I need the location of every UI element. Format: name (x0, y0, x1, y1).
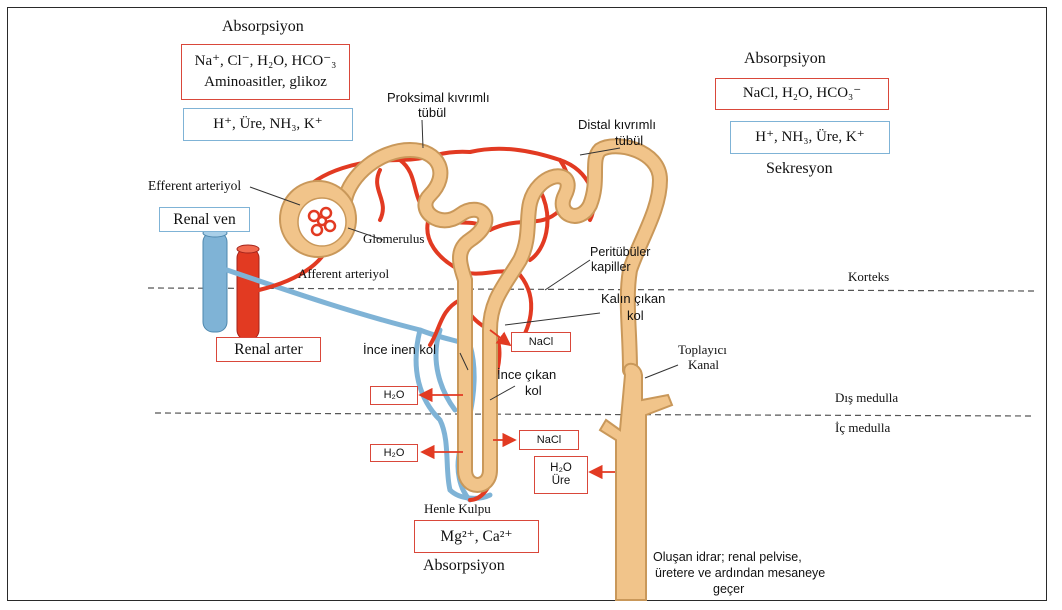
renal-vessels (203, 229, 259, 340)
top-left-absorption-title: Absorpsiyon (222, 18, 304, 36)
thin-descending-label: İnce inen kol (363, 343, 436, 358)
urine-note-line-3: geçer (713, 582, 744, 596)
h2o-label-1: H₂O (384, 389, 405, 402)
top-right-absorption-box: NaCl, H₂O, HCO₃⁻ (715, 78, 889, 110)
thin-ascending-label-1: İnce çıkan (497, 368, 556, 383)
medulla-boundary-line (155, 413, 1035, 416)
top-left-secretion-text: H⁺, Üre, NH₃, K⁺ (213, 116, 322, 133)
top-left-nutrients-text: Aminoasitler, glikoz (204, 74, 327, 91)
afferent-arteriole-label: Afferent arteriyol (298, 267, 389, 282)
top-left-absorption-box: Na⁺, Cl⁻, H₂O, HCO⁻₃ Aminoasitler, gliko… (181, 44, 350, 100)
h2o-label-3: H₂O (550, 462, 572, 475)
cortex-label: Korteks (848, 270, 889, 285)
glomerulus-capsule (280, 181, 356, 257)
distal-tubule-label-1: Distal kıvrımlı (578, 118, 656, 133)
top-left-ions-text: Na⁺, Cl⁻, H₂O, HCO⁻₃ (195, 53, 337, 70)
renal-artery-label: Renal arter (234, 341, 302, 359)
thin-ascending-label-2: kol (525, 384, 542, 399)
proximal-tubule-label-1: Proksimal kıvrımlı (387, 91, 490, 106)
top-right-secretion-box: H⁺, NH₃, Üre, K⁺ (730, 121, 890, 154)
inner-medulla-label: İç medulla (835, 421, 890, 436)
top-right-absorption-title: Absorpsiyon (744, 50, 826, 68)
thick-ascending-label-1: Kalın çıkan (601, 292, 665, 307)
outer-medulla-label: Dış medulla (835, 391, 898, 406)
thick-ascending-label-2: kol (627, 309, 644, 324)
top-right-absorption-text: NaCl, H₂O, HCO₃⁻ (743, 85, 861, 102)
renal-vein-label: Renal ven (173, 211, 235, 229)
renal-vein-trunk (203, 232, 227, 332)
renal-artery-trunk (237, 248, 259, 340)
h2o-box-1: H₂O (370, 386, 418, 405)
proximal-tubule-label-2: tübül (418, 106, 446, 121)
bottom-absorption-text: Mg²⁺, Ca²⁺ (440, 528, 512, 546)
h2o-box-2: H₂O (370, 444, 418, 462)
urine-note-line-2: üretere ve ardından mesaneye (655, 566, 825, 580)
nacl-box-2: NaCl (519, 430, 579, 450)
collecting-duct-label-2: Kanal (688, 358, 719, 373)
urine-note-line-1: Oluşan idrar; renal pelvise, (653, 550, 802, 564)
nacl-label-1: NaCl (529, 336, 553, 349)
secretion-caption: Sekresyon (766, 160, 833, 178)
water-urea-box: H₂O Üre (534, 456, 588, 494)
bottom-absorption-title: Absorpsiyon (423, 557, 505, 575)
efferent-arteriole-label: Efferent arteriyol (148, 178, 241, 194)
renal-vein-box: Renal ven (159, 207, 250, 232)
collecting-duct (600, 364, 672, 600)
henle-loop-label: Henle Kulpu (424, 502, 491, 517)
peritubular-label-1: Peritübüler (590, 245, 650, 259)
top-left-secretion-box: H⁺, Üre, NH₃, K⁺ (183, 108, 353, 141)
nacl-box-1: NaCl (511, 332, 571, 352)
peritubular-label-2: kapiller (591, 260, 631, 274)
collecting-duct-label-1: Toplayıcı (678, 343, 727, 358)
renal-artery-box: Renal arter (216, 337, 321, 362)
urea-label: Üre (552, 475, 571, 488)
top-right-secretion-text: H⁺, NH₃, Üre, K⁺ (755, 129, 864, 146)
nacl-label-2: NaCl (537, 434, 561, 447)
glomerulus-label: Glomerulus (363, 232, 424, 247)
distal-tubule-label-2: tübül (615, 134, 643, 149)
bottom-absorption-box: Mg²⁺, Ca²⁺ (414, 520, 539, 553)
h2o-label-2: H₂O (384, 447, 405, 460)
